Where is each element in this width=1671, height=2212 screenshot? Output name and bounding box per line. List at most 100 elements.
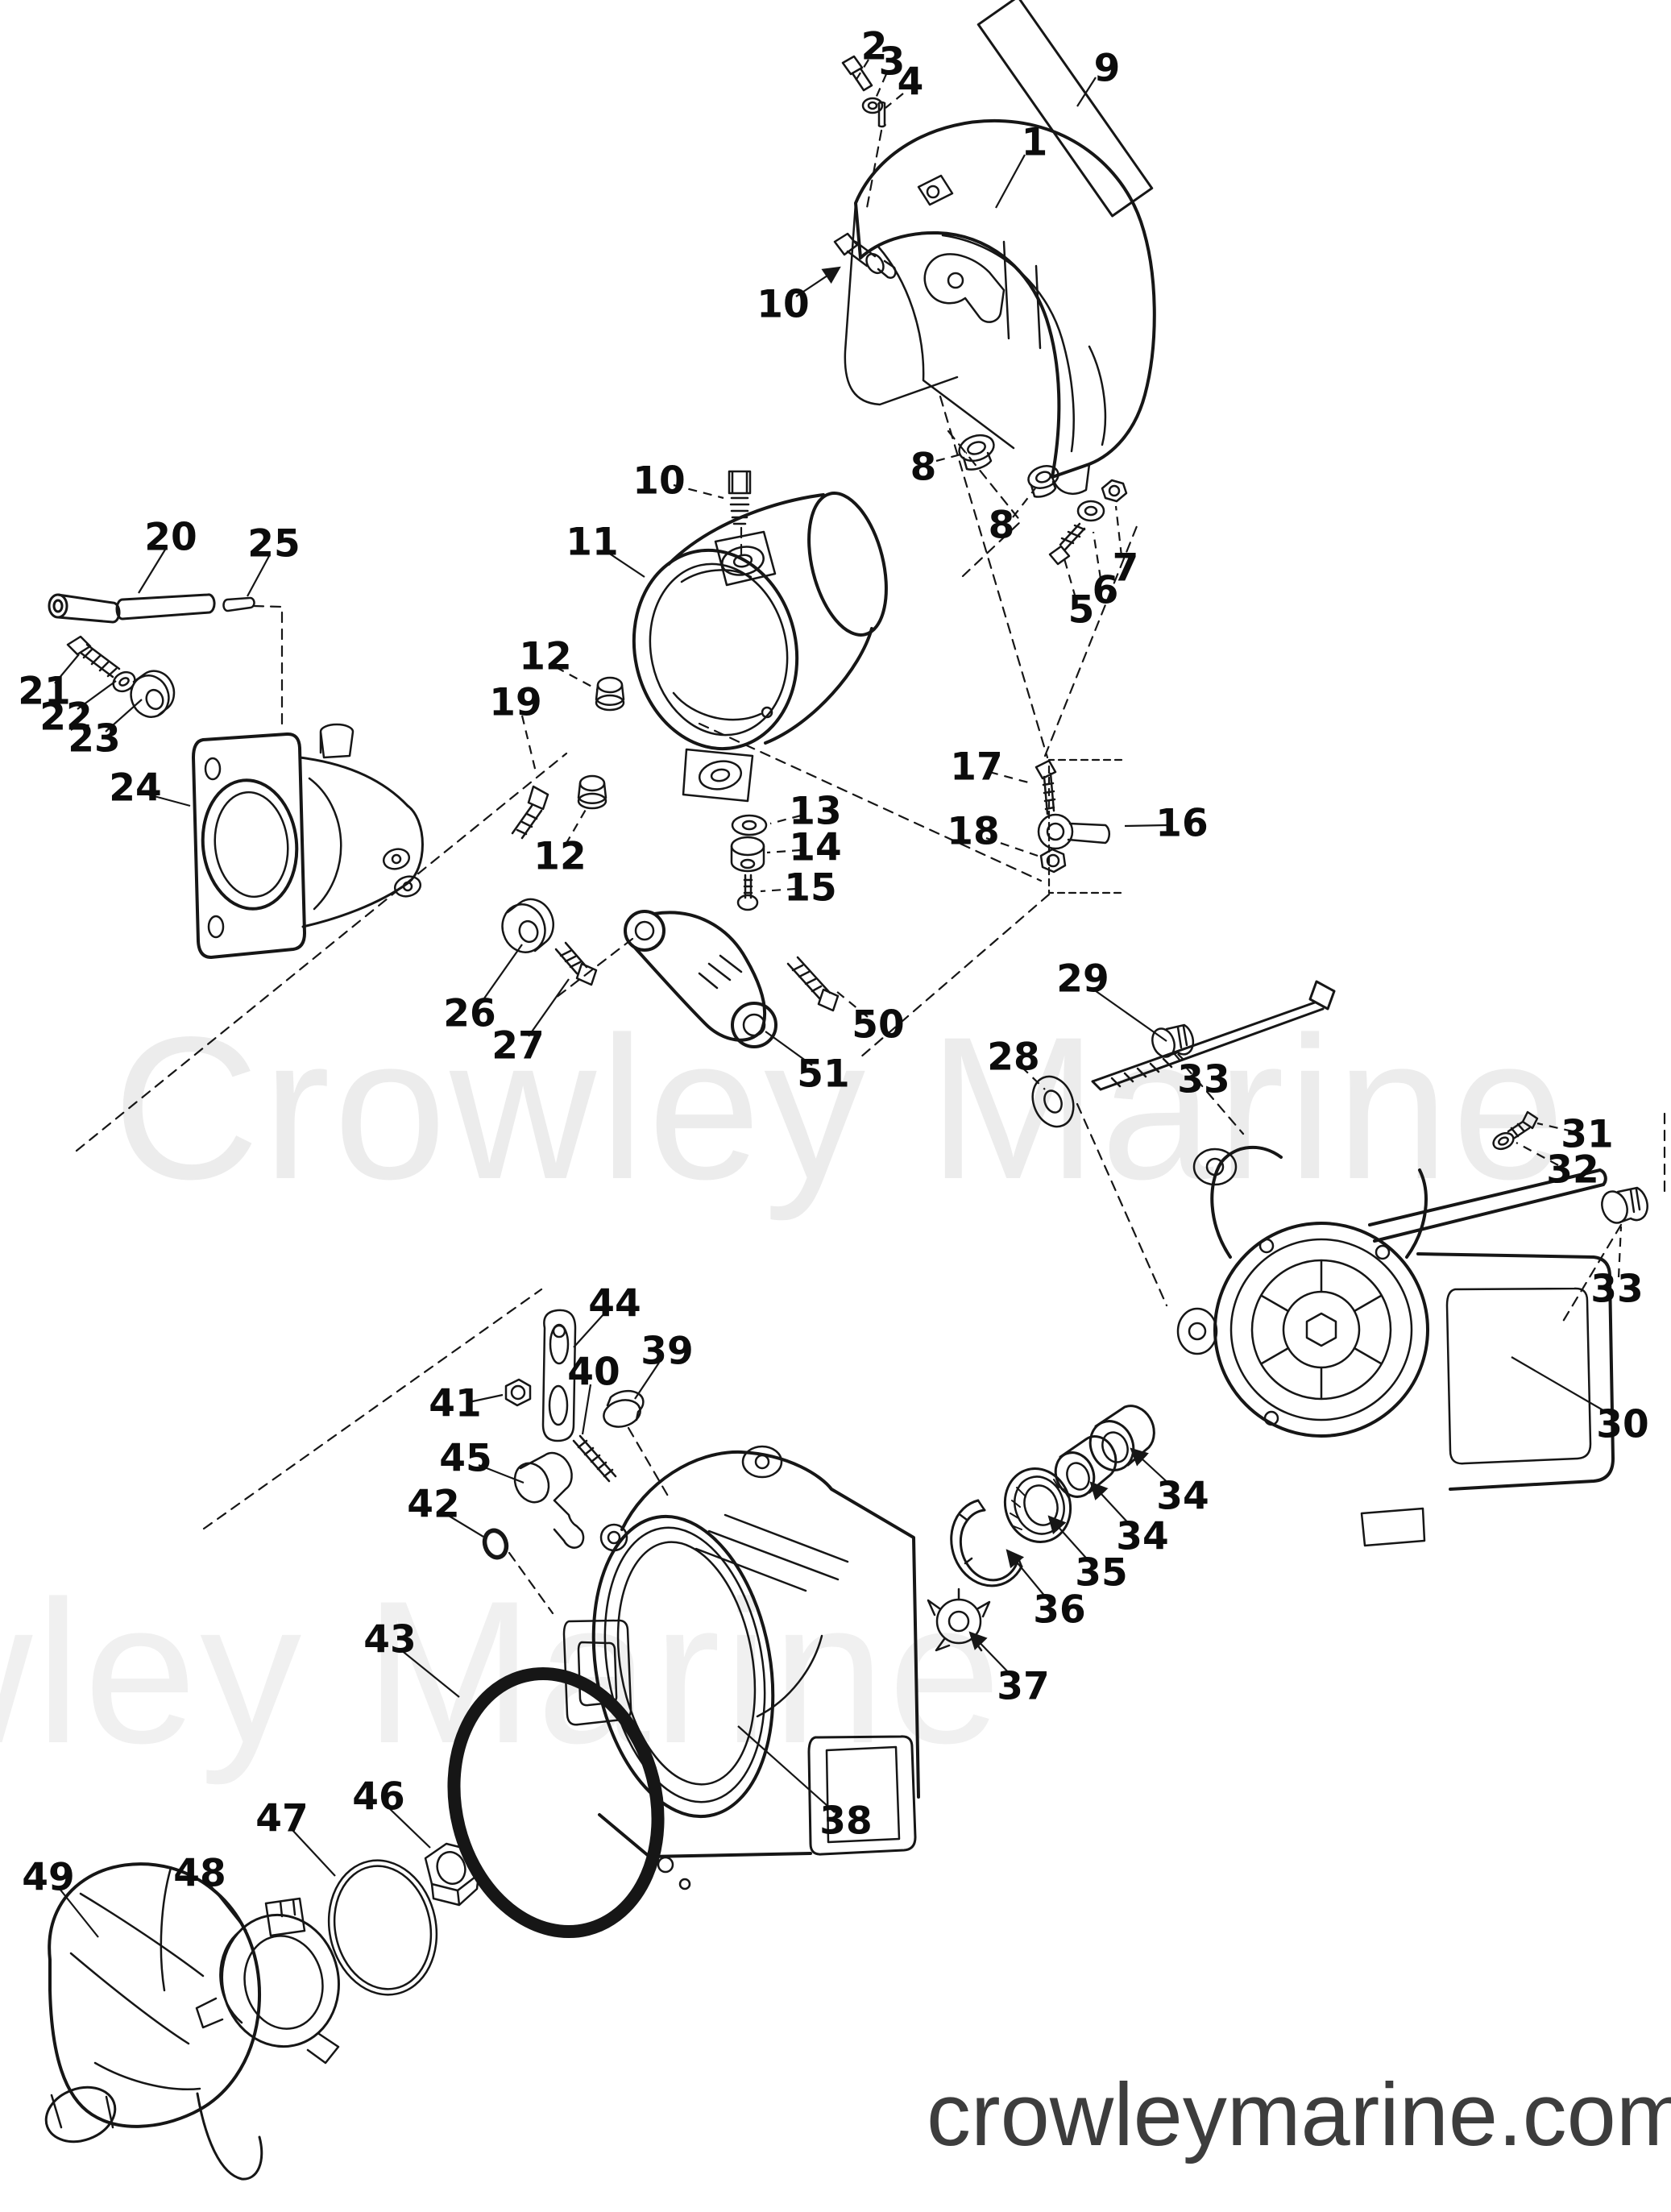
callout-leader-16 (1124, 824, 1167, 828)
part-45-fitting (513, 1451, 585, 1549)
part-27-screw (554, 941, 598, 986)
part-13-washer (731, 814, 768, 836)
callout-leader-35 (1047, 1515, 1092, 1564)
part-31-screw (1507, 1110, 1539, 1139)
callout-50: 50 (852, 1003, 904, 1048)
callout-6: 6 (1093, 569, 1119, 613)
part-30-stator-housing (1176, 1146, 1615, 1547)
part-18-locknut (1039, 848, 1067, 874)
callout-leader-6 (1092, 531, 1102, 579)
part-4-pin (877, 101, 886, 128)
callout-leader-21 (54, 654, 80, 684)
callout-leader-49 (59, 1888, 99, 1938)
callout-51: 51 (797, 1052, 849, 1097)
part-12-grommet-upper (595, 676, 625, 712)
callout-29: 29 (1056, 957, 1109, 1002)
callout-4: 4 (898, 60, 924, 105)
callout-36: 36 (1033, 1588, 1085, 1633)
callout-leader-20 (138, 549, 166, 594)
part-6-washer (1076, 500, 1105, 522)
callout-leader-42 (444, 1513, 484, 1538)
callout-leader-10 (673, 483, 724, 500)
callout-leader-33 (1617, 1226, 1623, 1278)
callout-leader-1 (995, 154, 1026, 209)
callout-12: 12 (519, 635, 571, 679)
part-14-spacer (730, 836, 765, 873)
callout-leader-5 (1062, 555, 1077, 599)
part-33-plug-left (1151, 1023, 1195, 1058)
part-16-rod-end (1037, 813, 1111, 850)
callout-32: 32 (1546, 1148, 1598, 1193)
callout-leader-47 (291, 1828, 336, 1877)
callout-leader-40 (581, 1384, 592, 1435)
part-15-screw (736, 874, 759, 911)
callout-43: 43 (363, 1618, 416, 1662)
part-28-washer (1031, 1075, 1075, 1128)
callout-leader-44 (573, 1313, 605, 1348)
part-47-o-ring (327, 1859, 438, 1996)
part-32-washer (1492, 1131, 1515, 1151)
callout-leader-11 (605, 550, 645, 578)
callout-leader-31 (1536, 1122, 1574, 1133)
callout-44: 44 (588, 1282, 641, 1326)
callout-8: 8 (989, 504, 1015, 548)
callout-leader-8 (1012, 488, 1036, 518)
callout-42: 42 (407, 1483, 459, 1527)
part-49-impeller (44, 1862, 263, 2181)
callout-30: 30 (1596, 1403, 1648, 1447)
part-41-nut (504, 1378, 532, 1407)
callout-9: 9 (1094, 47, 1121, 91)
callout-leader-26 (479, 944, 523, 1005)
callout-21: 21 (18, 670, 70, 714)
callout-leader-3 (873, 73, 888, 101)
part-17-bolt (1035, 759, 1057, 815)
callout-leader-13 (769, 814, 802, 825)
callout-41: 41 (429, 1382, 481, 1426)
callout-15: 15 (784, 866, 836, 911)
part-21-bolt (66, 635, 121, 679)
part-34-bushing-b (1054, 1435, 1117, 1498)
callout-24: 24 (109, 766, 161, 811)
callout-31: 31 (1561, 1113, 1613, 1157)
callout-leader-39 (634, 1362, 660, 1400)
callout-22: 22 (39, 695, 92, 740)
watermark-text: Crowley Marine (113, 995, 1568, 1222)
callout-leader-15 (760, 887, 797, 893)
part-23-bushing (130, 670, 176, 718)
part-44-strap (541, 1309, 577, 1442)
part-43-o-ring (447, 1666, 665, 1939)
callout-leader-8 (935, 451, 968, 463)
callout-39: 39 (641, 1330, 693, 1374)
callout-14: 14 (789, 826, 841, 870)
callout-leader-24 (147, 793, 191, 807)
callout-45: 45 (439, 1437, 491, 1481)
callout-leader-51 (765, 1031, 813, 1066)
callout-23: 23 (68, 717, 120, 762)
callout-leader-27 (528, 978, 570, 1037)
callout-46: 46 (352, 1775, 404, 1820)
callout-leader-7 (1114, 505, 1123, 557)
part-20-tubes (48, 593, 216, 624)
callout-leader-22 (77, 680, 117, 710)
callout-10: 10 (632, 459, 685, 504)
callout-27: 27 (491, 1024, 544, 1069)
callout-leader-23 (105, 699, 143, 732)
part-10-fitting-upper (833, 232, 897, 279)
callout-34: 34 (1156, 1475, 1209, 1519)
part-50-bolt (786, 956, 840, 1012)
callout-7: 7 (1113, 546, 1139, 591)
callout-leader-9 (1076, 77, 1097, 107)
callout-leader-12 (565, 807, 587, 845)
callout-25: 25 (247, 522, 300, 566)
callout-leader-10 (795, 266, 841, 297)
callout-37: 37 (997, 1665, 1049, 1709)
callout-leader-29 (1092, 988, 1167, 1042)
part-5-screw (1048, 522, 1086, 566)
callout-leader-34 (1089, 1481, 1133, 1528)
part-16-steering-link-kit (1035, 758, 1123, 894)
callout-leader-43 (400, 1649, 460, 1698)
site-url-text: crowleymarine.com (927, 2065, 1671, 2164)
callout-leader-37 (968, 1631, 1014, 1678)
